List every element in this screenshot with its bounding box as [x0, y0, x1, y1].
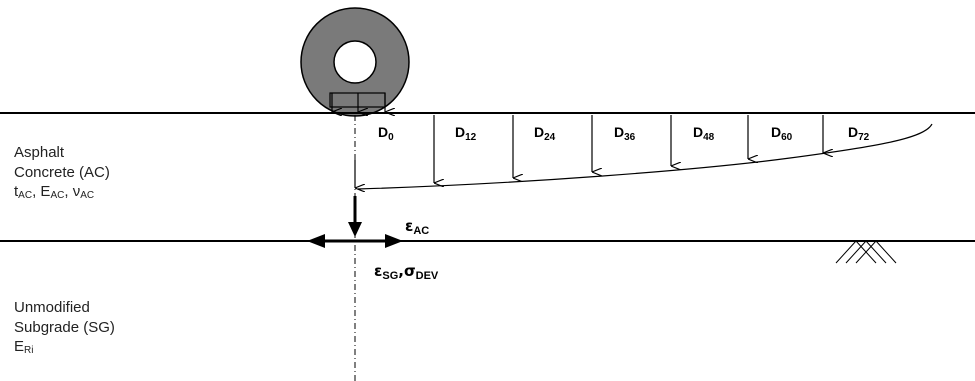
- deflection-basin-curve: [357, 123, 933, 190]
- wheel: [300, 7, 410, 117]
- ac-layer-params: tAC, EAC, νAC: [14, 183, 95, 201]
- deflection-label-d24: D24: [534, 124, 556, 143]
- vertical-strain-arrowhead: [348, 222, 362, 237]
- deflection-label-d36: D36: [614, 124, 636, 143]
- deflection-label-d72: D72: [848, 124, 870, 143]
- deflection-label-d0: D0: [378, 124, 394, 143]
- strain-label-sg: εSG,σDEV: [374, 262, 439, 282]
- horizontal-strain-arrowhead-left: [307, 234, 325, 248]
- ac-layer-line2: Concrete (AC): [14, 163, 110, 181]
- sg-layer-param: ERi: [14, 338, 34, 356]
- sg-layer-line2: Subgrade (SG): [14, 318, 115, 336]
- tire-hub: [333, 40, 377, 84]
- sg-layer-line1: Unmodified: [14, 299, 90, 316]
- ac-layer-line1: Asphalt: [14, 144, 65, 161]
- strain-label-ac: εAC: [405, 217, 429, 237]
- load-distribution: [329, 92, 385, 112]
- ac-strain-arrows: [307, 196, 403, 248]
- deflection-label-d60: D60: [771, 124, 793, 143]
- soil-hatch-symbol: [835, 240, 897, 264]
- deflection-label-d12: D12: [455, 124, 477, 143]
- ac-layer-label: Asphalt Concrete (AC) tAC, EAC, νAC: [14, 143, 110, 206]
- sg-layer-label: Unmodified Subgrade (SG) ERi: [14, 298, 115, 361]
- deflection-label-d48: D48: [693, 124, 715, 143]
- horizontal-strain-arrowhead-right: [385, 234, 403, 248]
